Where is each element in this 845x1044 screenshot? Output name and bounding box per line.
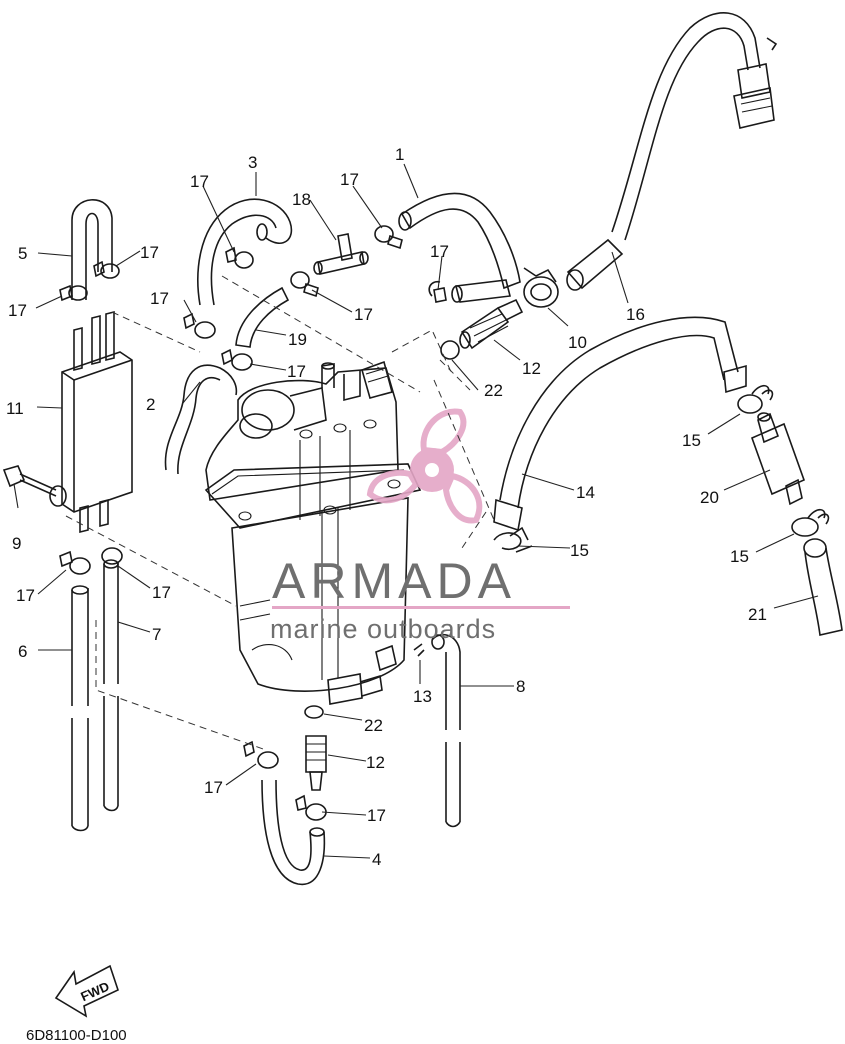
diagram-code: 6D81100-D100 <box>26 1027 127 1044</box>
callout-15-b: 15 <box>570 541 589 560</box>
callout-11: 11 <box>6 399 24 418</box>
callout-17-l: 17 <box>367 806 386 825</box>
callout-20: 20 <box>700 488 719 507</box>
part-4-hose <box>261 779 326 885</box>
part-18-tee-joint <box>313 233 369 275</box>
callout-14: 14 <box>576 483 595 502</box>
alignment-lines <box>65 275 495 751</box>
callout-7: 7 <box>152 625 161 644</box>
part-3-hose <box>197 198 293 306</box>
part-7-hose <box>103 559 119 812</box>
part-10-clamp <box>523 267 559 308</box>
callout-17-b: 17 <box>140 243 159 262</box>
part-6-hose <box>71 585 89 832</box>
leader-lines <box>13 163 819 859</box>
part-11-vapor-separator <box>61 199 133 534</box>
callout-13: 13 <box>413 687 432 706</box>
part-15-clip-b <box>493 526 533 553</box>
callout-6: 6 <box>18 642 27 661</box>
callout-17-i: 17 <box>16 586 35 605</box>
callout-15-a: 15 <box>682 431 701 450</box>
callout-18: 18 <box>292 190 311 209</box>
callout-17-e: 17 <box>430 242 449 261</box>
part-12-lower-fitting <box>305 735 327 791</box>
part-16-hose <box>566 12 778 291</box>
callout-16: 16 <box>626 305 645 324</box>
callout-17-k: 17 <box>204 778 223 797</box>
part-15-clip-a <box>737 384 774 414</box>
callout-9: 9 <box>12 534 21 553</box>
callout-15-c: 15 <box>730 547 749 566</box>
fuel-pump-assembly <box>204 360 422 705</box>
watermark-brand: ARMADA <box>272 553 516 609</box>
forward-direction-arrow: FWD <box>54 964 119 1018</box>
callout-17-j: 17 <box>152 583 171 602</box>
watermark-logo <box>366 408 483 524</box>
part-1-hose <box>398 192 521 303</box>
part-8-hose <box>431 633 461 828</box>
callout-5: 5 <box>18 244 27 263</box>
part-19-hose <box>235 286 290 348</box>
watermark-divider <box>272 606 570 609</box>
callout-4: 4 <box>372 850 381 869</box>
part-12-upper-fitting <box>459 298 524 350</box>
callout-21: 21 <box>748 605 767 624</box>
callout-12-lower: 12 <box>366 753 385 772</box>
part-22-lower-o-ring <box>304 705 324 719</box>
callout-10: 10 <box>568 333 587 352</box>
callout-19: 19 <box>288 330 307 349</box>
part-15-clip-c <box>791 508 830 537</box>
part-9-bolt <box>2 465 67 507</box>
callout-3: 3 <box>248 153 257 172</box>
part-17-clip-group <box>59 225 447 821</box>
callout-17-a: 17 <box>190 172 209 191</box>
callout-12-upper: 12 <box>522 359 541 378</box>
part-22-upper-o-ring <box>440 340 460 360</box>
callout-17-f: 17 <box>150 289 169 308</box>
part-21-hose <box>803 538 843 636</box>
callout-22-upper: 22 <box>484 381 503 400</box>
callout-1: 1 <box>395 145 404 164</box>
callout-22-lower: 22 <box>364 716 383 735</box>
watermark-tagline: marine outboards <box>270 614 496 644</box>
callout-8: 8 <box>516 677 525 696</box>
callout-2: 2 <box>146 395 155 414</box>
callout-17-c: 17 <box>8 301 27 320</box>
part-13-pin <box>413 643 425 657</box>
part-2-hose <box>164 364 238 475</box>
callout-17-g: 17 <box>354 305 373 324</box>
callout-17-h: 17 <box>287 362 306 381</box>
part-20-fuel-filter <box>750 412 806 506</box>
callout-17-d: 17 <box>340 170 359 189</box>
